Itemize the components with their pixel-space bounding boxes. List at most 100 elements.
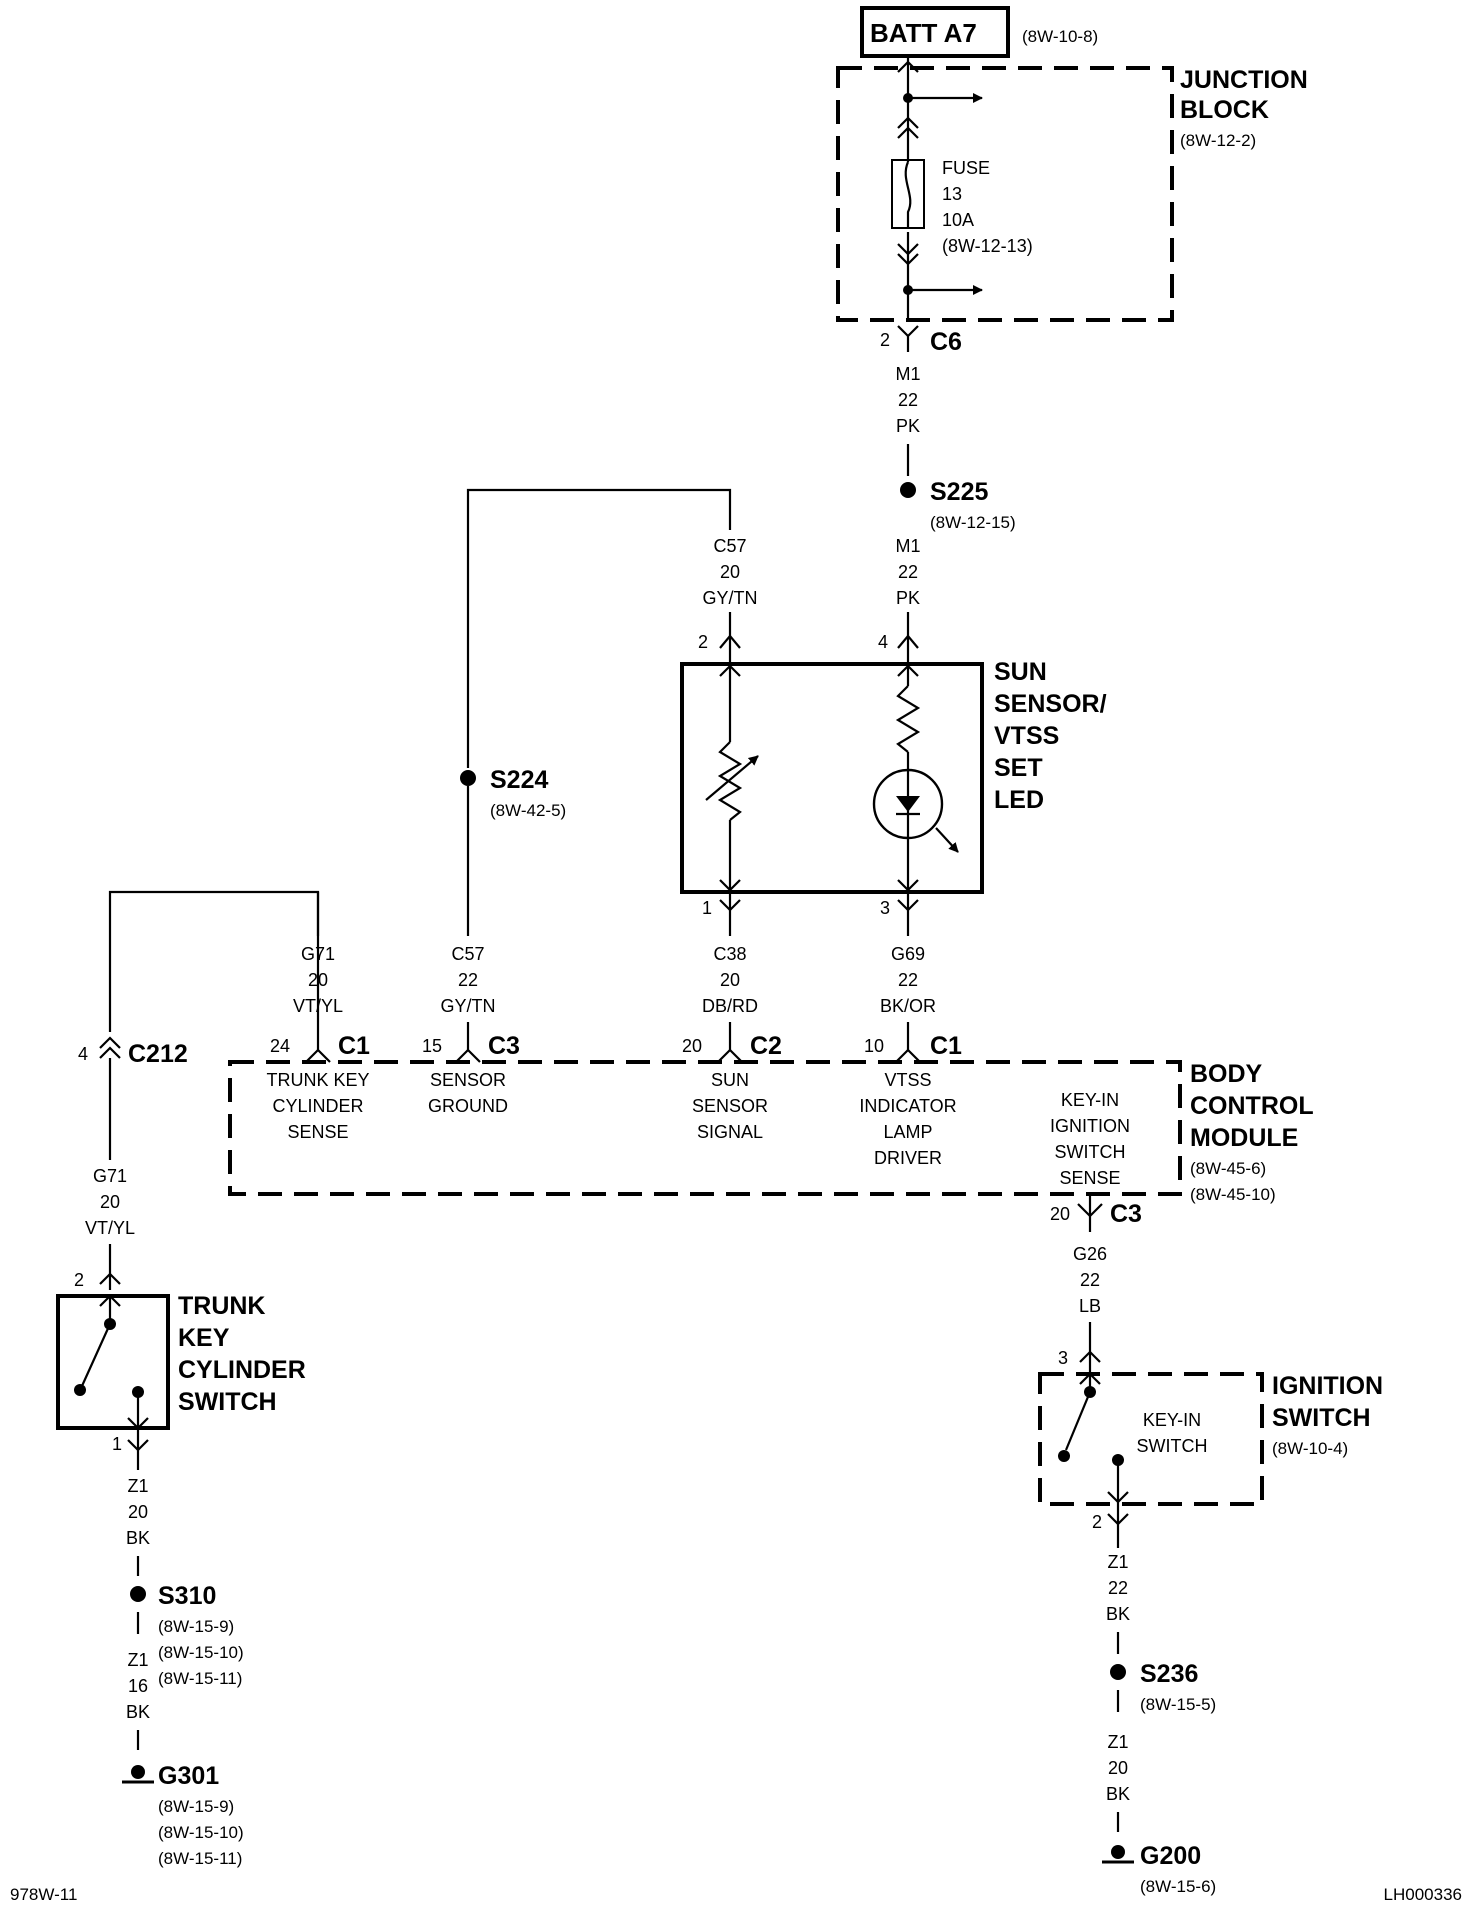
bcm-pin-20-func-1: SUN (711, 1070, 749, 1090)
bcm-pin-24: 24 (270, 1036, 290, 1056)
c212-pin: 4 (78, 1044, 88, 1064)
fuse-line-2: 13 (942, 184, 962, 204)
bcm-pin-24-conn: C1 (338, 1032, 370, 1060)
g71-wire-1: G71 (301, 944, 335, 964)
s310-wire-2: 16 (128, 1676, 148, 1696)
bcm-pin-20-func-2: SENSOR (692, 1096, 768, 1116)
s225-splice: S225 (8W-12-15) M1 22 PK (895, 478, 1016, 636)
bcm-pin-15: 15 (422, 1036, 442, 1056)
trunk-wire-2: 20 (128, 1502, 148, 1522)
ign-pin-3: 3 (1058, 1348, 1068, 1368)
s236-ref: (8W-15-5) (1140, 1695, 1216, 1714)
s236-name: S236 (1140, 1660, 1198, 1688)
trunk-wire-3: BK (126, 1528, 150, 1548)
sun-title-5: LED (994, 786, 1044, 814)
ign-inner-2: SWITCH (1137, 1436, 1208, 1456)
s310-ref-3: (8W-15-11) (158, 1669, 242, 1688)
bcm-keyin-func-2: IGNITION (1050, 1116, 1130, 1136)
fuse-line-4: (8W-12-13) (942, 236, 1033, 256)
bcm-title-2: CONTROL (1190, 1092, 1314, 1120)
c57-wire-1: C57 (451, 944, 484, 964)
trunk-title-2: KEY (178, 1324, 230, 1352)
s225-ref: (8W-12-15) (930, 513, 1016, 532)
batt-a7-box: BATT A7 (8W-10-8) (860, 6, 1098, 58)
bcm-ref-2: (8W-45-10) (1190, 1185, 1276, 1204)
c212-name: C212 (128, 1040, 188, 1068)
s310-wire-3: BK (126, 1702, 150, 1722)
body-control-module: BODY CONTROL MODULE (8W-45-6) (8W-45-10)… (228, 1022, 1314, 1232)
bcm-pin-15-func-1: SENSOR (430, 1070, 506, 1090)
s225-wire-3: PK (896, 588, 920, 608)
sun-pin-3: 3 (880, 898, 890, 918)
sun-title-3: VTSS (994, 722, 1059, 750)
ign-pin-2: 2 (1092, 1512, 1102, 1532)
c6-wire-3: PK (896, 416, 920, 436)
c6-wire-1: M1 (895, 364, 920, 384)
trunk-title-4: SWITCH (178, 1388, 277, 1416)
s225-name: S225 (930, 478, 988, 506)
bcm-pin-10: 10 (864, 1036, 884, 1056)
trunk-pin-1: 1 (112, 1434, 122, 1454)
s225-wire-1: M1 (895, 536, 920, 556)
g71-loop-wire (108, 890, 320, 1032)
ign-wire-2: 22 (1108, 1578, 1128, 1598)
bcm-pin-15-func-2: GROUND (428, 1096, 508, 1116)
trunk-title-3: CYLINDER (178, 1356, 306, 1384)
bcm-keyin-func-4: SENSE (1059, 1168, 1120, 1188)
g301-ref-2: (8W-15-10) (158, 1823, 244, 1842)
ign-wire-1: Z1 (1107, 1552, 1128, 1572)
ign-inner-1: KEY-IN (1143, 1410, 1201, 1430)
fuse-line-3: 10A (942, 210, 974, 230)
sun-title-1: SUN (994, 658, 1047, 686)
g26-wire: G26 22 LB (1073, 1244, 1107, 1372)
trunk-pin-2: 2 (74, 1270, 84, 1290)
bcm-title-1: BODY (1190, 1060, 1263, 1088)
c57-wire-3: GY/TN (440, 996, 495, 1016)
g69-wire-2: 22 (898, 970, 918, 990)
g26-wire-3: LB (1079, 1296, 1101, 1316)
bcm-pin-10-func-3: LAMP (883, 1122, 932, 1142)
s236-wire-2: 20 (1108, 1758, 1128, 1778)
bcm-pin-20-conn: C2 (750, 1032, 782, 1060)
s310-splice: S310 (8W-15-9) (8W-15-10) (8W-15-11) Z1 … (126, 1582, 244, 1750)
bcm-pin-10-func-2: INDICATOR (859, 1096, 956, 1116)
junction-block: JUNCTION BLOCK (8W-12-2) FUSE 13 10A (8W… (836, 56, 1308, 322)
sun-title-4: SET (994, 754, 1043, 782)
s310-ref-2: (8W-15-10) (158, 1643, 244, 1662)
c57-top-wire: C57 20 GY/TN (466, 488, 758, 768)
c6-name: C6 (930, 328, 962, 356)
ign-wire-3: BK (1106, 1604, 1130, 1624)
bcm-pin-24-func-3: SENSE (287, 1122, 348, 1142)
trunk-key-cylinder-switch: 2 TRUNK KEY CYLINDER SWITCH 1 Z1 20 BK (56, 1270, 306, 1576)
junction-title-2: BLOCK (1180, 96, 1269, 124)
junction-ref: (8W-12-2) (1180, 131, 1256, 150)
g301-ref-1: (8W-15-9) (158, 1797, 234, 1816)
g301-name: G301 (158, 1762, 219, 1790)
g200-ref: (8W-15-6) (1140, 1877, 1216, 1896)
bcm-pin-24-func-2: CYLINDER (272, 1096, 363, 1116)
c212-wire-2: 20 (100, 1192, 120, 1212)
sun-sensor-module: 2 4 SUN SENSOR/ VTSS SET LED 1 3 (680, 632, 1107, 936)
batt-ref: (8W-10-8) (1022, 27, 1098, 46)
batt-label: BATT A7 (870, 18, 977, 48)
bcm-keyin-pin: 20 (1050, 1204, 1070, 1224)
bcm-pin-10-func-4: DRIVER (874, 1148, 942, 1168)
s225-wire-2: 22 (898, 562, 918, 582)
s224-ref: (8W-42-5) (490, 801, 566, 820)
g69-wire-3: BK/OR (880, 996, 936, 1016)
ign-ref: (8W-10-4) (1272, 1439, 1348, 1458)
g26-wire-1: G26 (1073, 1244, 1107, 1264)
sun-pin-4: 4 (878, 632, 888, 652)
s236-wire-3: BK (1106, 1784, 1130, 1804)
c57-top-wire-3: GY/TN (702, 588, 757, 608)
trunk-title-1: TRUNK (178, 1292, 266, 1320)
bcm-pin-10-func-1: VTSS (884, 1070, 931, 1090)
g69-wire-1: G69 (891, 944, 925, 964)
c57-top-wire-1: C57 (713, 536, 746, 556)
g301-ref-3: (8W-15-11) (158, 1849, 242, 1868)
g26-wire-2: 22 (1080, 1270, 1100, 1290)
ignition-switch: 3 KEY-IN SWITCH IGNITION SWITCH (8W-10-4… (1038, 1348, 1383, 1654)
bcm-wire-labels: G71 20 VT/YL C57 22 GY/TN C38 20 DB/RD G… (293, 892, 936, 1016)
g301-ground: G301 (8W-15-9) (8W-15-10) (8W-15-11) (122, 1762, 244, 1868)
s224-name: S224 (490, 766, 548, 794)
